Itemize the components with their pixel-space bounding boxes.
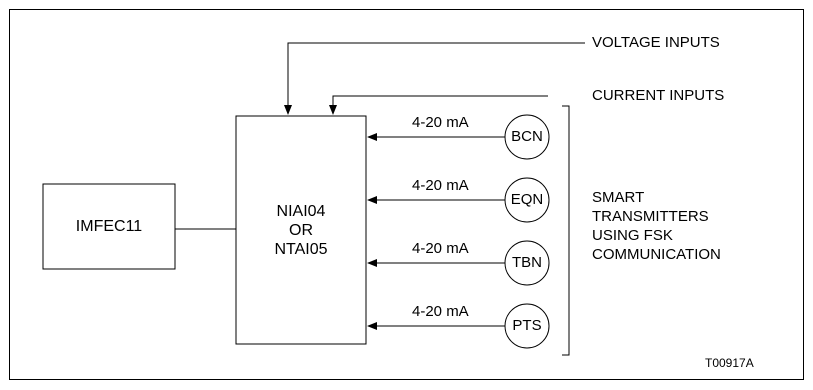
signal-label-pts: 4-20 mA bbox=[412, 303, 469, 320]
smart-transmitters-label: SMART TRANSMITTERS USING FSK COMMUNICATI… bbox=[592, 188, 721, 264]
signal-label-tbn: 4-20 mA bbox=[412, 240, 469, 257]
diagram-frame bbox=[9, 9, 804, 380]
imfec11-block bbox=[42, 183, 176, 270]
figure-id: T00917A bbox=[705, 356, 754, 370]
transmitter-bracket bbox=[562, 105, 570, 356]
transmitter-eqn-label: EQN bbox=[510, 191, 544, 208]
smart-line-2: TRANSMITTERS bbox=[592, 208, 709, 225]
current-inputs-label: CURRENT INPUTS bbox=[592, 87, 725, 104]
main-block-line-3: NTAI05 bbox=[274, 241, 328, 258]
voltage-inputs-label: VOLTAGE INPUTS bbox=[592, 34, 720, 51]
main-block-label: NIAI04 OR NTAI05 bbox=[236, 202, 366, 259]
main-block-line-2: OR bbox=[289, 222, 313, 239]
smart-line-3: USING FSK bbox=[592, 227, 673, 244]
voltage-input-line bbox=[284, 42, 585, 115]
signal-label-eqn: 4-20 mA bbox=[412, 177, 469, 194]
smart-line-4: COMMUNICATION bbox=[592, 246, 721, 263]
smart-line-1: SMART bbox=[592, 189, 645, 206]
imfec11-label: IMFEC11 bbox=[75, 218, 143, 235]
transmitter-pts-label: PTS bbox=[512, 317, 542, 334]
main-block-line-1: NIAI04 bbox=[276, 203, 326, 220]
transmitter-bcn-label: BCN bbox=[511, 128, 543, 145]
niai04-block bbox=[235, 115, 367, 345]
signal-label-bcn: 4-20 mA bbox=[412, 114, 469, 131]
transmitter-tbn-label: TBN bbox=[512, 254, 542, 271]
current-input-line bbox=[329, 95, 548, 115]
